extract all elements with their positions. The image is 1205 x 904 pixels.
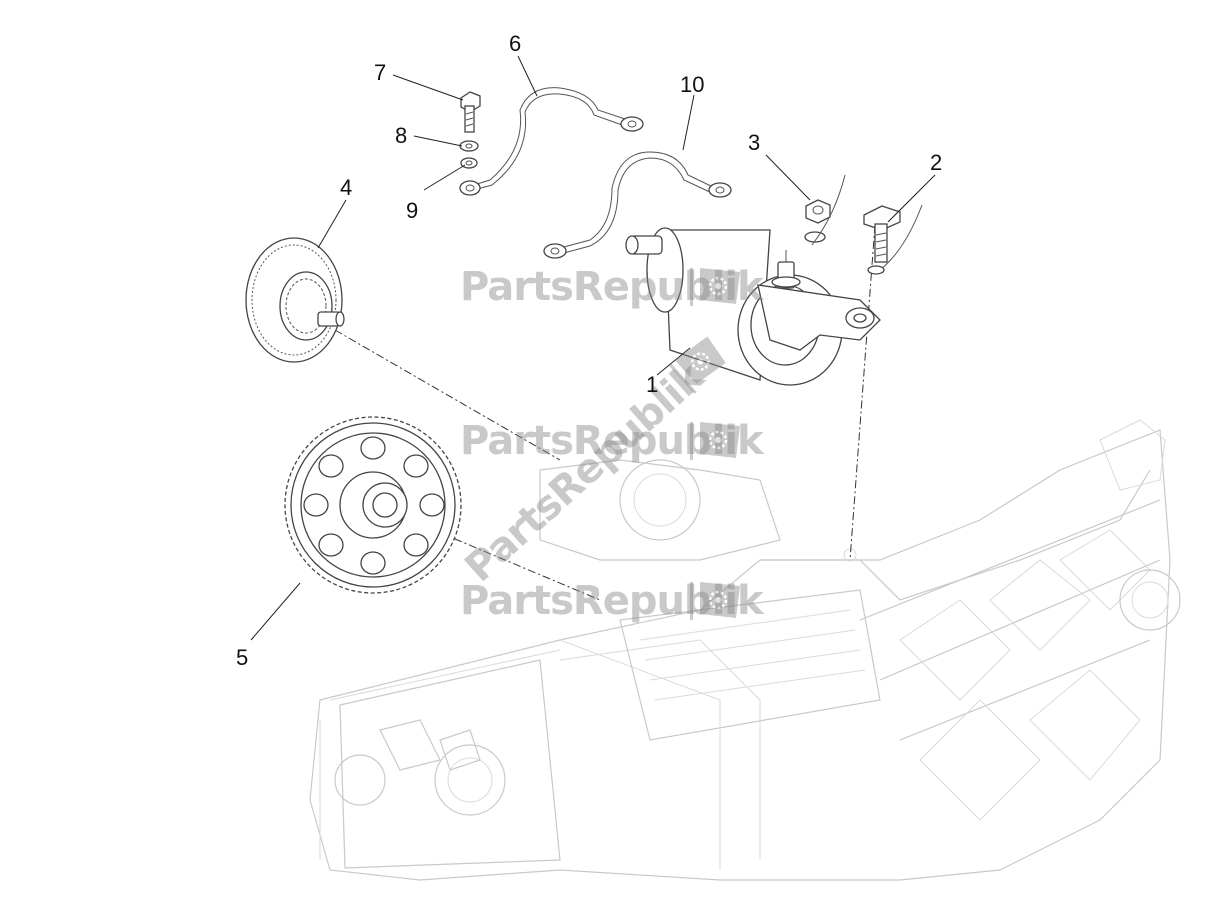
cable-part-10 <box>543 151 732 259</box>
screw-part-7 <box>460 91 481 133</box>
callout-9[interactable]: 9 <box>406 198 418 223</box>
gear-flag-icon <box>700 268 740 304</box>
washer-part-8 <box>459 140 479 152</box>
watermark-1: PartsRepublik <box>460 264 766 310</box>
engine-casing-ghost <box>309 419 1181 881</box>
callout-5[interactable]: 5 <box>236 645 248 670</box>
watermark-2: PartsRepublik <box>460 418 766 464</box>
double-gear-part <box>245 237 345 363</box>
callout-7[interactable]: 7 <box>374 60 386 85</box>
callout-2[interactable]: 2 <box>930 150 942 175</box>
watermark-text: PartsRepublik <box>460 418 765 464</box>
callout-10[interactable]: 10 <box>680 72 704 97</box>
callout-6[interactable]: 6 <box>509 31 521 56</box>
callout-3[interactable]: 3 <box>748 130 760 155</box>
callout-labels: 1 2 3 4 5 6 7 8 9 10 <box>236 31 942 670</box>
watermark-3: PartsRepublik <box>460 578 766 624</box>
cable-part-6 <box>459 87 644 196</box>
watermark-text: PartsRepublik <box>460 578 765 624</box>
gear-flag-icon <box>700 582 740 618</box>
gear-flag-icon <box>674 336 726 385</box>
leader-lines <box>250 55 936 641</box>
gear-flag-icon <box>700 422 740 458</box>
callout-1[interactable]: 1 <box>646 372 658 397</box>
axis-line-bolt <box>849 224 876 561</box>
callout-8[interactable]: 8 <box>395 123 407 148</box>
callout-4[interactable]: 4 <box>340 175 352 200</box>
starter-ring-gear-part <box>284 416 462 594</box>
nut-part-3 <box>804 174 846 246</box>
bolt-part-2 <box>863 204 923 275</box>
axis-line-gear <box>334 329 561 461</box>
watermark-text: PartsRepublik <box>460 264 765 310</box>
starter-motor-part <box>625 227 881 386</box>
